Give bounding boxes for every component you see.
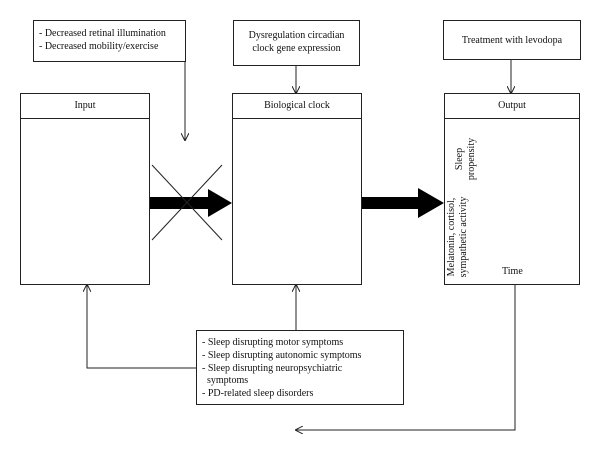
input-panel: Input — [20, 93, 150, 285]
input-panel-title: Input — [74, 100, 96, 111]
bottom-note-line-2: - Sleep disrupting autonomic symptoms — [202, 350, 362, 361]
biological-clock-panel: Biological clock — [232, 93, 362, 285]
top-left-note-line-2: - Decreased mobility/exercise — [39, 41, 159, 52]
arrow-bottom-note-to-input-loop — [87, 285, 196, 369]
clock-title-divider — [233, 118, 361, 119]
time-axis-label: Time — [502, 266, 523, 277]
thick-arrow-input-to-clock — [150, 189, 232, 217]
bottom-note-line-4: symptoms — [202, 375, 249, 386]
top-middle-note-box: Dysregulation circadian clock gene expre… — [233, 20, 360, 66]
input-title-divider — [21, 118, 149, 119]
output-title-divider — [445, 118, 579, 119]
bottom-note-line-3: - Sleep disrupting neuropsychiatric — [202, 363, 343, 374]
thick-arrow-clock-to-output — [362, 188, 444, 218]
top-middle-note-line-2: clock gene expression — [252, 43, 341, 54]
arrow-output-feedback-loop — [296, 285, 516, 430]
levodopa-note-text: Treatment with levodopa — [461, 35, 563, 46]
bottom-note-box: - Sleep disrupting motor symptoms - Slee… — [196, 330, 404, 405]
top-left-note-box: - Decreased retinal illumination - Decre… — [33, 20, 186, 62]
top-middle-note-line-1: Dysregulation circadian — [248, 30, 345, 41]
melatonin-ylabel-line-2: sympathetic activity — [458, 196, 469, 278]
melatonin-ylabel-line-1: Melatonin, cortisol, — [446, 197, 457, 277]
top-right-note-box: Treatment with levodopa — [443, 20, 581, 60]
output-panel-title: Output — [498, 100, 526, 111]
cross-out-mark — [151, 164, 223, 241]
clock-panel-title: Biological clock — [264, 100, 330, 111]
output-panel: Output — [444, 93, 580, 285]
melatonin-ylabel: Melatonin, cortisol, sympathetic activit… — [446, 182, 472, 292]
top-left-note-line-1: - Decreased retinal illumination — [39, 28, 166, 39]
bottom-note-line-1: - Sleep disrupting motor symptoms — [202, 337, 344, 348]
bottom-note-line-5: - PD-related sleep disorders — [202, 388, 314, 399]
